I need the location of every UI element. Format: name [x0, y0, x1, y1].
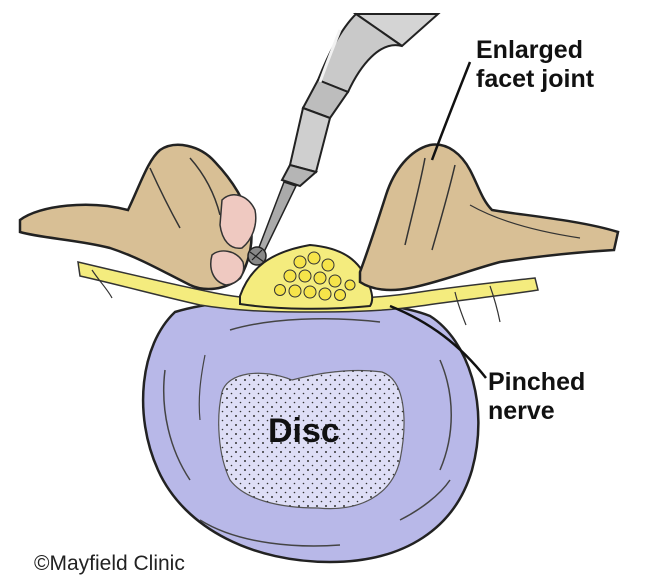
- left-facet-joint: [20, 145, 256, 289]
- label-disc: Disc: [268, 412, 340, 451]
- label-line: Pinched: [488, 368, 585, 397]
- label-enlarged-facet-joint: Enlarged facet joint: [476, 36, 594, 94]
- label-line: facet joint: [476, 65, 594, 94]
- label-pinched-nerve: Pinched nerve: [488, 368, 585, 426]
- right-facet-joint: [360, 145, 618, 290]
- label-line: Enlarged: [476, 36, 594, 65]
- leader-line-facet: [432, 62, 470, 160]
- label-line: nerve: [488, 397, 585, 426]
- copyright-notice: ©Mayfield Clinic: [34, 552, 185, 576]
